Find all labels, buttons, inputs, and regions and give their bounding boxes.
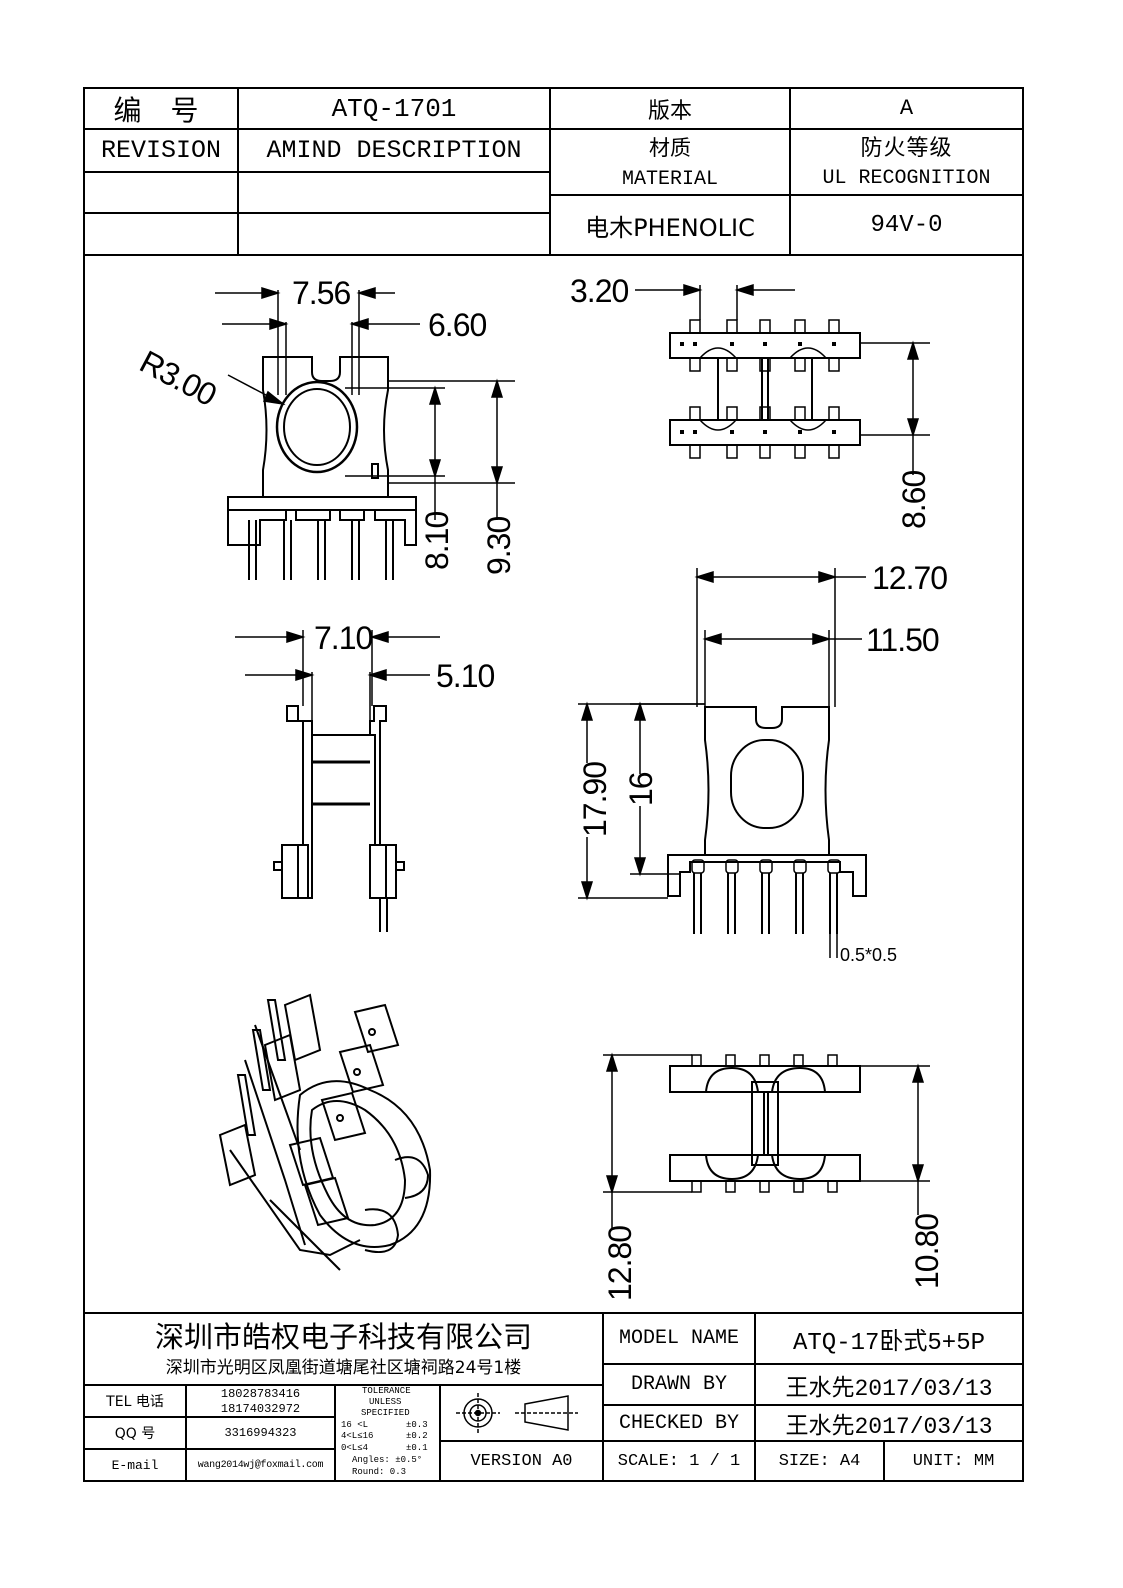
- dim-16: 16: [623, 772, 659, 806]
- tolerance-row-2-value: ±0.2: [406, 1431, 428, 1441]
- version-label: 版本: [647, 98, 692, 124]
- tel-number-2: 18174032972: [220, 1401, 301, 1416]
- dim-10-80: 10.80: [909, 1213, 945, 1289]
- dim-7-10: 7.10: [314, 620, 373, 656]
- dim-9-30: 9.30: [481, 516, 517, 575]
- tolerance-title: TOLERANCE: [362, 1386, 411, 1396]
- outer-border: [83, 87, 1024, 1482]
- size-label: SIZE: A4: [778, 1451, 861, 1471]
- dim-17-90: 17.90: [577, 761, 613, 837]
- dim-8-60: 8.60: [896, 470, 932, 529]
- checked-by-value: 王水先2017/03/13: [785, 1414, 993, 1440]
- tel-label: TEL 电话: [106, 1394, 164, 1410]
- qq-label: QQ 号: [114, 1426, 156, 1442]
- checked-by-label: CHECKED BY: [618, 1411, 740, 1435]
- side-view-middle-left: [273, 705, 405, 932]
- material-label-cn: 材质: [649, 136, 691, 160]
- company-name: 深圳市皓权电子科技有限公司: [154, 1320, 532, 1354]
- dim-11-50: 11.50: [866, 622, 940, 658]
- front-view-middle-right: [667, 706, 867, 934]
- tolerance-row-3-label: 0<L≤4: [341, 1443, 369, 1453]
- dim-5-10: 5.10: [436, 658, 495, 694]
- dim-0-5x0-5: 0.5*0.5: [840, 945, 898, 965]
- dim-7-56: 7.56: [292, 275, 351, 311]
- projection-symbol-icon: [456, 1393, 578, 1433]
- amind-description-label: AMIND DESCRIPTION: [266, 136, 522, 165]
- dim-12-80: 12.80: [602, 1225, 638, 1301]
- front-view-top-left: [227, 356, 417, 580]
- unit-label: UNIT: MM: [912, 1451, 995, 1471]
- isometric-view: [218, 993, 432, 1271]
- tel-number-1: 18028783416: [220, 1386, 301, 1401]
- version-value: A: [899, 96, 914, 121]
- ul-label-en: UL RECOGNITION: [822, 166, 991, 190]
- model-name-label: MODEL NAME: [618, 1327, 740, 1350]
- material-label-en: MATERIAL: [621, 167, 718, 191]
- email-label: E-mail: [111, 1457, 159, 1473]
- dim-12-70: 12.70: [872, 560, 948, 596]
- revision-label: REVISION: [100, 136, 222, 165]
- bottom-view: [669, 1054, 861, 1193]
- number-label: 编 号: [113, 93, 209, 127]
- tolerance-round: Round: 0.3: [352, 1467, 407, 1477]
- drawn-by-label: DRAWN BY: [630, 1373, 727, 1396]
- tolerance-specified: SPECIFIED: [361, 1408, 410, 1418]
- qq-number: 3316994323: [224, 1426, 297, 1440]
- material-value: 电木PHENOLIC: [585, 213, 755, 242]
- tolerance-unless: UNLESS: [369, 1397, 402, 1407]
- ul-value: 94V-0: [870, 211, 943, 239]
- company-address: 深圳市光明区凤凰街道塘尾社区塘祠路24号1楼: [165, 1357, 522, 1378]
- ul-label-cn: 防火等级: [860, 136, 953, 161]
- tolerance-row-3-value: ±0.1: [406, 1443, 428, 1453]
- email-value: wang2014wj@foxmail.com: [197, 1459, 324, 1471]
- side-view-top-right: [669, 319, 861, 459]
- drawn-by-value: 王水先2017/03/13: [785, 1375, 993, 1402]
- dim-8-10: 8.10: [419, 511, 455, 570]
- scale-label: SCALE: 1 / 1: [617, 1451, 741, 1471]
- model-name-value: ATQ-17卧式5+5P: [792, 1329, 986, 1357]
- tolerance-row-1-value: ±0.3: [406, 1420, 428, 1430]
- dim-3-20: 3.20: [570, 273, 629, 309]
- tolerance-angles: Angles: ±0.5°: [352, 1455, 423, 1465]
- tolerance-row-1-label: 16 <L: [341, 1420, 369, 1430]
- version-code: VERSION A0: [470, 1451, 573, 1471]
- drawing-number: ATQ-1701: [331, 93, 457, 124]
- tolerance-row-2-label: 4<L≤16: [341, 1431, 374, 1441]
- dim-6-60: 6.60: [428, 307, 487, 343]
